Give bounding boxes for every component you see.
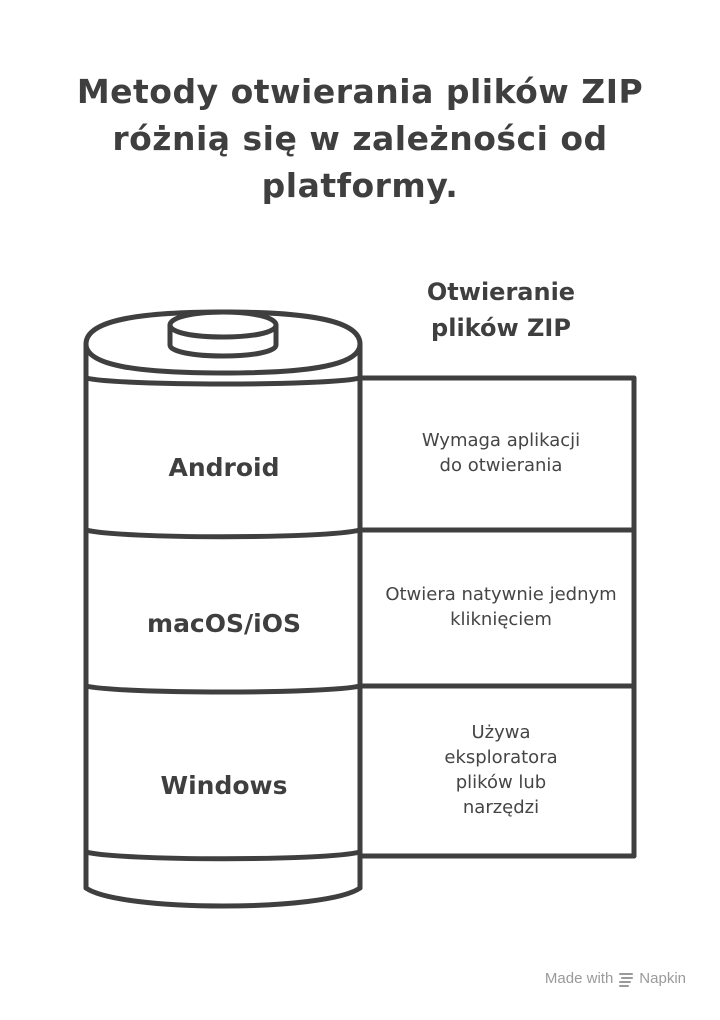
band-line-1 [83,375,363,387]
title: Metody otwierania plików ZIP różnią się … [76,72,644,205]
cylinder-bottom [83,885,363,909]
cylinder-terminal [167,322,279,359]
platform-label-android: Android [168,453,280,482]
description-macos-ios: Otwiera natywnie jednym kliknięciem [385,584,617,630]
platform-label-windows: Windows [160,771,288,800]
description-android: Wymaga aplikacji do otwierania [421,430,581,476]
cylinder-terminal-top [167,309,279,340]
napkin-logo-icon [619,972,634,987]
description-windows: Używa eksploratora plików lub narzędzi [444,722,558,818]
band-line-4 [83,849,363,862]
platform-label-macos-ios: macOS/iOS [147,609,301,638]
band-line-2 [83,527,363,540]
footer-brand[interactable]: Made with Napkin [545,970,686,987]
band-line-3 [83,683,363,695]
cylinder-top-ellipse [83,309,363,376]
column-header: Otwieranie plików ZIP [426,278,576,342]
made-with-text: Made with [544,970,614,987]
napkin-brand-text: Napkin [639,970,686,987]
